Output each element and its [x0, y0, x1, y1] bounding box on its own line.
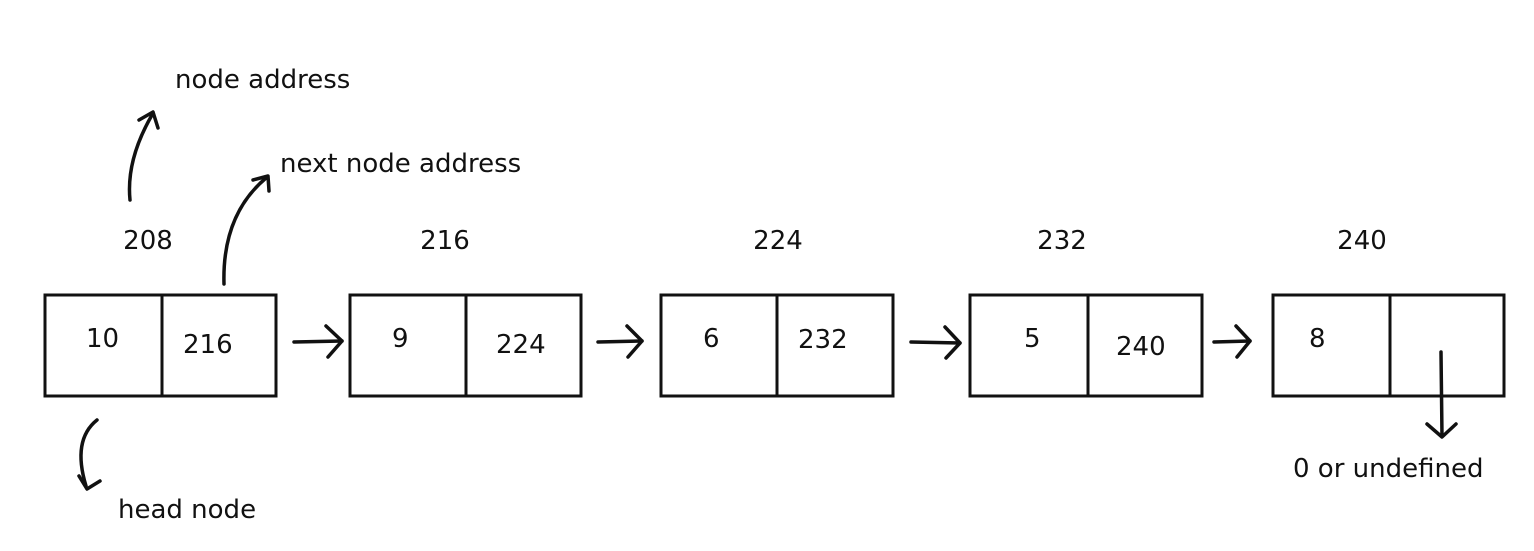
next-arrow-icon	[596, 324, 644, 359]
node-value: 10	[86, 324, 119, 354]
node-address-label-4: 232	[1037, 226, 1087, 256]
node-address-label-5: 240	[1337, 226, 1387, 256]
node-address-label-2: 216	[420, 226, 470, 256]
linked-list-node-1: 10 216	[43, 293, 278, 398]
next-address-pointer-arrow	[222, 176, 268, 286]
node-address-pointer-arrowhead	[137, 110, 160, 130]
node-address-label-3: 224	[753, 226, 803, 256]
node-value: 8	[1309, 324, 1326, 354]
null-pointer-arrow-icon	[1425, 350, 1458, 439]
node-value: 9	[392, 324, 409, 354]
node-next-pointer: 232	[798, 325, 848, 355]
node-box	[968, 293, 1204, 398]
next-arrow-icon	[909, 325, 962, 360]
head-node-pointer-arrow	[79, 418, 99, 488]
node-next-pointer: 224	[496, 330, 546, 360]
next-address-pointer-arrowhead	[251, 174, 271, 193]
node-address-pointer-arrow	[127, 113, 154, 202]
linked-list-node-2: 9 224	[348, 293, 583, 398]
node-next-pointer: 216	[183, 330, 233, 360]
annotation-head-node: head node	[118, 495, 256, 525]
node-value: 5	[1024, 324, 1041, 354]
node-value: 6	[703, 324, 720, 354]
next-arrow-icon	[1212, 324, 1252, 359]
annotation-next-node-address: next node address	[280, 149, 521, 179]
linked-list-node-5: 8	[1271, 293, 1506, 398]
annotation-tail-null: 0 or undefined	[1293, 454, 1483, 484]
linked-list-node-3: 6 232	[659, 293, 895, 398]
annotation-node-address: node address	[175, 65, 350, 95]
next-arrow-icon	[292, 324, 344, 359]
node-address-label-1: 208	[123, 226, 173, 256]
head-node-pointer-arrowhead	[77, 474, 102, 491]
linked-list-node-4: 5 240	[968, 293, 1204, 398]
node-next-pointer: 240	[1116, 332, 1166, 362]
